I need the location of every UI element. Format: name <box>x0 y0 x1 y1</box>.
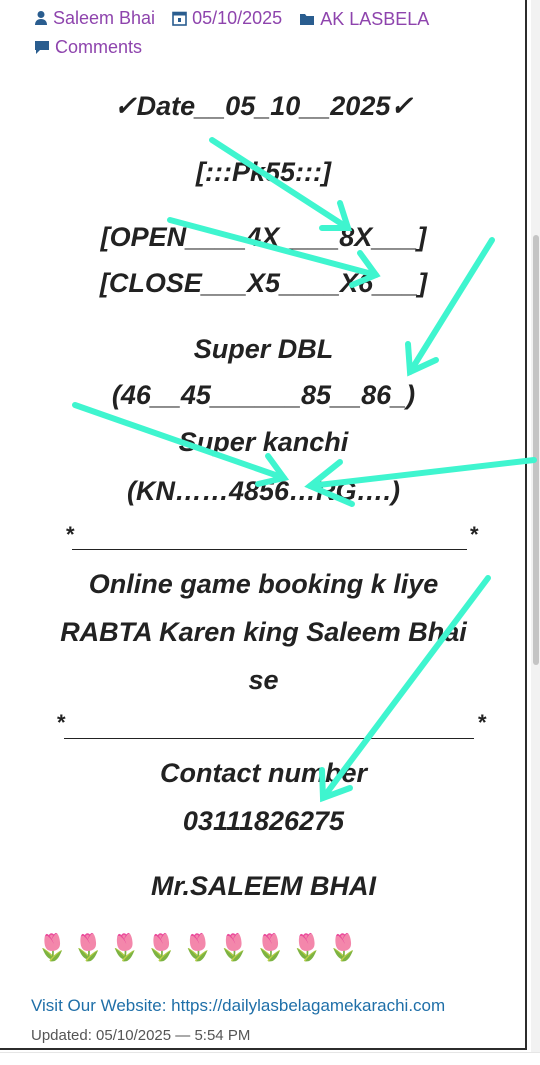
author-link[interactable]: Saleem Bhai <box>34 8 155 28</box>
website-link[interactable]: Visit Our Website: https://dailylasbelag… <box>31 996 446 1015</box>
separator-line <box>64 738 474 739</box>
separator-2: * * <box>0 710 527 740</box>
date-line: ✓Date__05_10__2025✓ <box>114 91 413 121</box>
tulip-emoji-row: 🌷🌷🌷🌷🌷🌷🌷🌷🌷 <box>36 932 364 962</box>
post-meta: Saleem Bhai 05/10/2025 AK LASBELA <box>34 8 441 30</box>
calendar-icon <box>172 11 187 26</box>
open-line: [OPEN____4X____8X___] <box>100 222 427 252</box>
comments-label[interactable]: Comments <box>55 37 143 57</box>
contact-title: Contact number <box>159 758 367 788</box>
pk-line: [:::Pk55:::] <box>196 157 331 187</box>
contact-number[interactable]: 03111826275 <box>182 806 345 836</box>
super-kanchi-title: Super kanchi <box>178 427 349 457</box>
booking-line-3: se <box>248 665 279 695</box>
super-dbl-title: Super DBL <box>193 334 334 364</box>
scrollbar-thumb[interactable] <box>533 235 539 665</box>
author-name[interactable]: Saleem Bhai <box>53 8 156 28</box>
folder-icon <box>300 14 315 25</box>
updated-timestamp: Updated: 05/10/2025 — 5:54 PM <box>31 1027 251 1044</box>
comment-icon <box>35 41 49 54</box>
post-date[interactable]: 05/10/2025 <box>192 8 283 28</box>
separator-1: * * <box>0 522 527 552</box>
booking-line-2: RABTA Karen king Saleem Bhai <box>60 617 467 647</box>
category-name[interactable]: AK LASBELA <box>320 9 430 29</box>
comments-link[interactable]: Comments <box>34 37 142 58</box>
separator-star-right: * <box>470 522 479 547</box>
category-link[interactable]: AK LASBELA <box>299 9 429 29</box>
user-icon <box>35 11 47 25</box>
bottom-edge <box>0 1052 540 1065</box>
super-kanchi-values: (KN……4856…RG….) <box>126 476 401 506</box>
separator-star-left: * <box>66 522 75 547</box>
signature: Mr.SALEEM BHAI <box>150 871 377 901</box>
super-dbl-values: (46__45______85__86_) <box>111 380 416 410</box>
separator-star-left: * <box>57 710 66 735</box>
booking-line-1: Online game booking k liye <box>88 569 439 599</box>
date-link[interactable]: 05/10/2025 <box>172 8 282 28</box>
separator-line <box>72 549 467 550</box>
separator-star-right: * <box>478 710 487 735</box>
close-line: [CLOSE___X5____X6___] <box>99 268 428 298</box>
